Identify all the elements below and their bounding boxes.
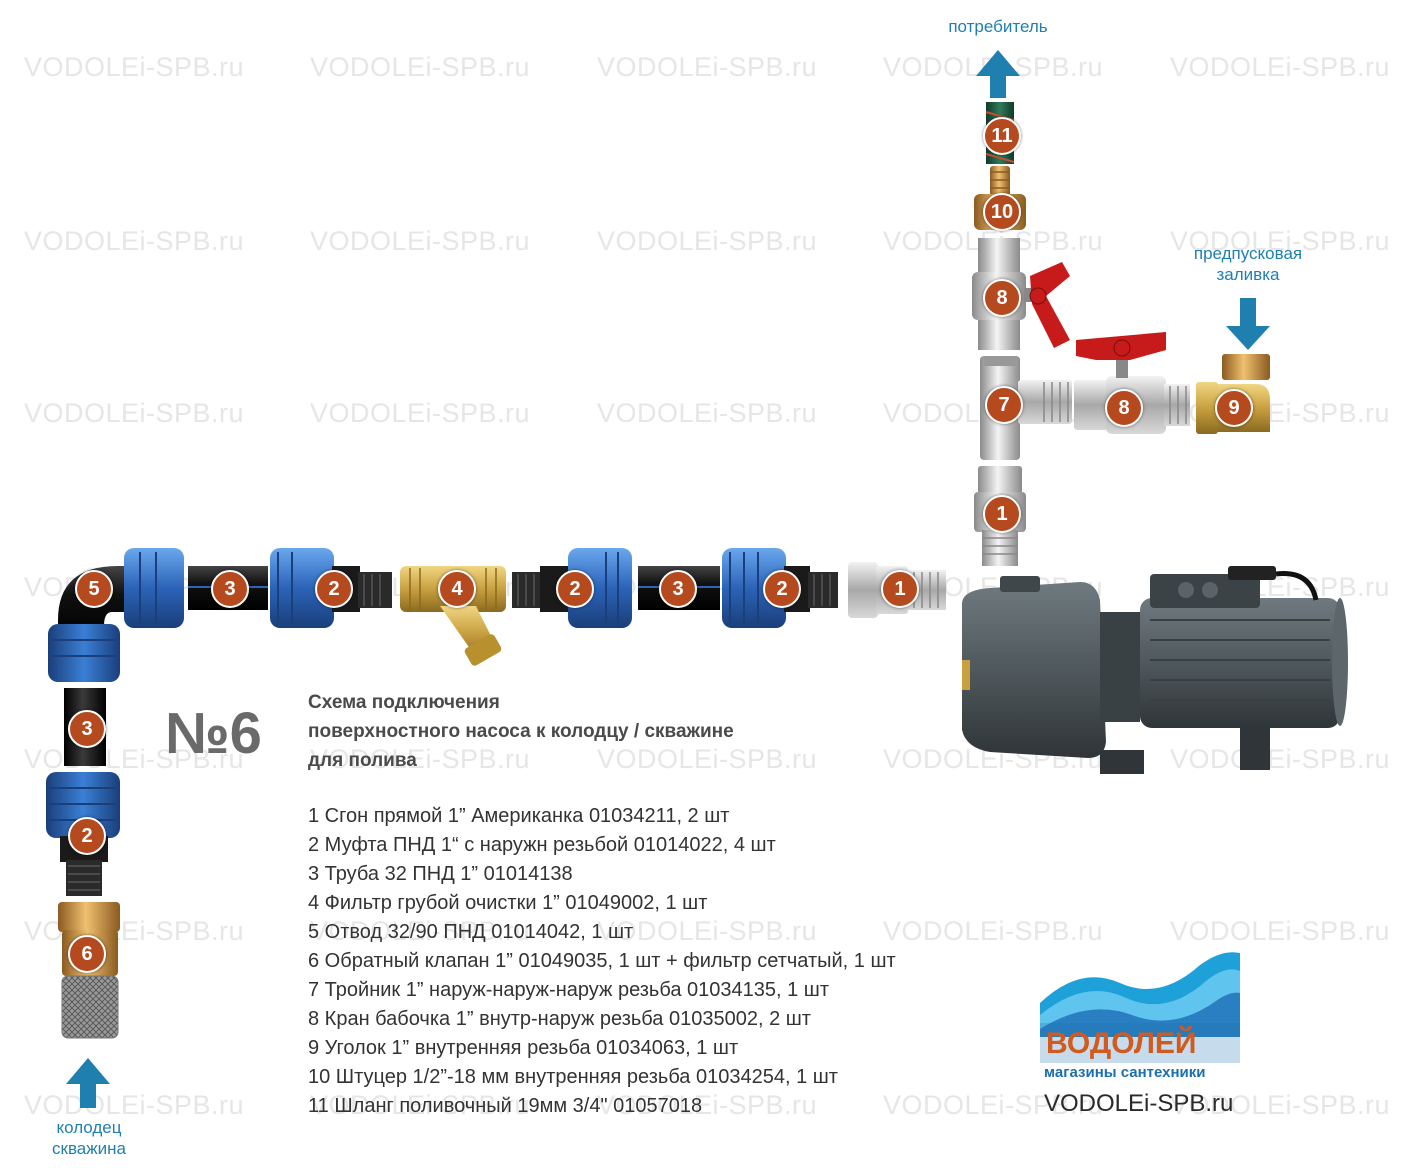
badge-2: 2 — [556, 570, 594, 608]
brand-name: ВОДОЛЕЙ — [1046, 1026, 1196, 1060]
arrow-icon — [976, 50, 1020, 98]
badge-5: 5 — [75, 570, 113, 608]
badge-3: 3 — [659, 570, 697, 608]
badge-2: 2 — [68, 817, 106, 855]
badge-7: 7 — [985, 386, 1023, 424]
priming-label: предпусковая заливка — [1193, 244, 1303, 284]
parts-list-item: 9 Уголок 1” внутренняя резьба 01034063, … — [308, 1037, 739, 1059]
badge-8: 8 — [983, 279, 1021, 317]
watermark-text: VODOLEi-SPB.ru — [310, 744, 531, 774]
arrow-icon — [66, 1058, 110, 1108]
parts-list-item: 1 Сгон прямой 1” Американка 01034211, 2 … — [308, 805, 730, 827]
parts-list-item: 8 Кран бабочка 1” внутр-наруж резьба 010… — [308, 1008, 811, 1030]
vodolei-logo: ВОДОЛЕЙ магазины сантехники — [1040, 952, 1240, 1081]
parts-list-item: 6 Обратный клапан 1” 01049035, 1 шт + фи… — [308, 950, 896, 972]
watermark-text: VODOLEi-SPB.ru — [1170, 52, 1391, 82]
badge-4: 4 — [438, 570, 476, 608]
watermark-text: VODOLEi-SPB.ru — [597, 744, 818, 774]
parts-list-item: 10 Штуцер 1/2”-18 мм внутренняя резьба 0… — [308, 1066, 838, 1088]
parts-list-item: 3 Труба 32 ПНД 1” 01014138 — [308, 863, 573, 885]
badge-10: 10 — [983, 193, 1021, 231]
watermark-text: VODOLEi-SPB.ru — [1170, 744, 1391, 774]
parts-list-item: 5 Отвод 32/90 ПНД 01014042, 1 шт — [308, 921, 634, 943]
badge-8: 8 — [1105, 389, 1143, 427]
pnd-coupling — [270, 548, 392, 628]
watermark-text: VODOLEi-SPB.ru — [24, 1090, 245, 1120]
title-line: Схема подключения — [308, 692, 500, 713]
watermark-text: VODOLEi-SPB.ru — [310, 52, 531, 82]
watermark-text: VODOLEi-SPB.ru — [310, 916, 531, 946]
parts-list: 1 Сгон прямой 1” Американка 01034211, 2 … — [308, 802, 896, 1121]
scheme-number: №6 — [165, 701, 262, 766]
watermark-text: VODOLEi-SPB.ru — [1170, 1090, 1391, 1120]
surface-pump-icon — [962, 566, 1348, 774]
badge-11: 11 — [983, 117, 1021, 155]
pnd-elbow — [48, 548, 184, 682]
site-address: VODOLEi-SPB.ru — [1044, 1090, 1234, 1117]
watermark-text: VODOLEi-SPB.ru — [597, 52, 818, 82]
watermark-text: VODOLEi-SPB.ru — [24, 226, 245, 256]
watermark-text: VODOLEi-SPB.ru — [883, 916, 1104, 946]
watermark-text: VODOLEi-SPB.ru — [597, 226, 818, 256]
arrow-icon — [1226, 298, 1270, 350]
badge-2: 2 — [315, 570, 353, 608]
parts-list-item: 2 Муфта ПНД 1“ с наружн резьбой 01014022… — [308, 834, 776, 856]
title-line: для полива — [308, 750, 417, 771]
watermark-text: VODOLEi-SPB.ru — [24, 398, 245, 428]
watermark-text: VODOLEi-SPB.ru — [597, 916, 818, 946]
watermark-text: VODOLEi-SPB.ru — [597, 398, 818, 428]
parts-list-item: 11 Шланг поливочный 19мм 3/4" 01057018 — [308, 1095, 703, 1117]
parts-list-item: 7 Тройник 1” наруж-наруж-наруж резьба 01… — [308, 979, 829, 1001]
diagram-title: Схема подключения поверхностного насоса … — [308, 688, 868, 775]
brand-tagline: магазины сантехники — [1044, 1064, 1206, 1081]
badge-9: 9 — [1215, 389, 1253, 427]
watermark-text: VODOLEi-SPB.ru — [310, 398, 531, 428]
watermark-text: VODOLEi-SPB.ru — [24, 52, 245, 82]
title-line: поверхностного насоса к колодцу / скважи… — [308, 721, 734, 742]
badge-3: 3 — [211, 570, 249, 608]
badge-1: 1 — [983, 495, 1021, 533]
source-label: колодец скважина — [52, 1118, 126, 1158]
watermark-text: VODOLEi-SPB.ru — [24, 744, 245, 774]
watermark-text: VODOLEi-SPB.ru — [1170, 916, 1391, 946]
badge-6: 6 — [68, 935, 106, 973]
watermark-text: VODOLEi-SPB.ru — [310, 226, 531, 256]
badge-2: 2 — [763, 570, 801, 608]
watermark-text: VODOLEi-SPB.ru — [597, 1090, 818, 1120]
watermark-text: VODOLEi-SPB.ru — [883, 1090, 1104, 1120]
consumer-label: потребитель — [948, 17, 1048, 36]
watermark-text: VODOLEi-SPB.ru — [1170, 226, 1391, 256]
badge-1: 1 — [881, 570, 919, 608]
badge-3: 3 — [68, 710, 106, 748]
parts-list-item: 4 Фильтр грубой очистки 1” 01049002, 1 ш… — [308, 892, 708, 914]
watermark-text: VODOLEi-SPB.ru — [310, 1090, 531, 1120]
